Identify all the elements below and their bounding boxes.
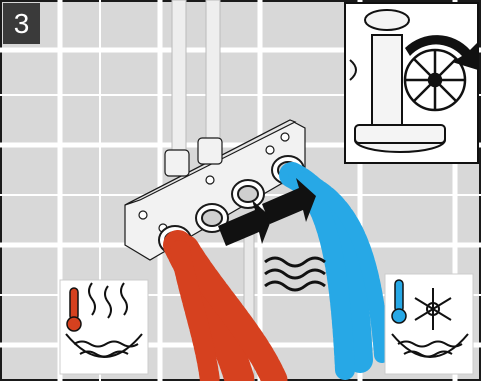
supply-pipes — [171, 0, 255, 381]
thermometer-hot-bowl-icon — [59, 279, 149, 375]
water-wave-icon — [264, 256, 326, 292]
snowflake-cold-bowl-icon — [384, 273, 474, 375]
hot-water-stream — [163, 230, 288, 381]
step-number-badge: 3 — [3, 3, 40, 44]
flow-arrows-icon — [218, 178, 316, 246]
mixing-valve-body — [124, 119, 306, 261]
valve-detail-icon — [344, 2, 479, 164]
